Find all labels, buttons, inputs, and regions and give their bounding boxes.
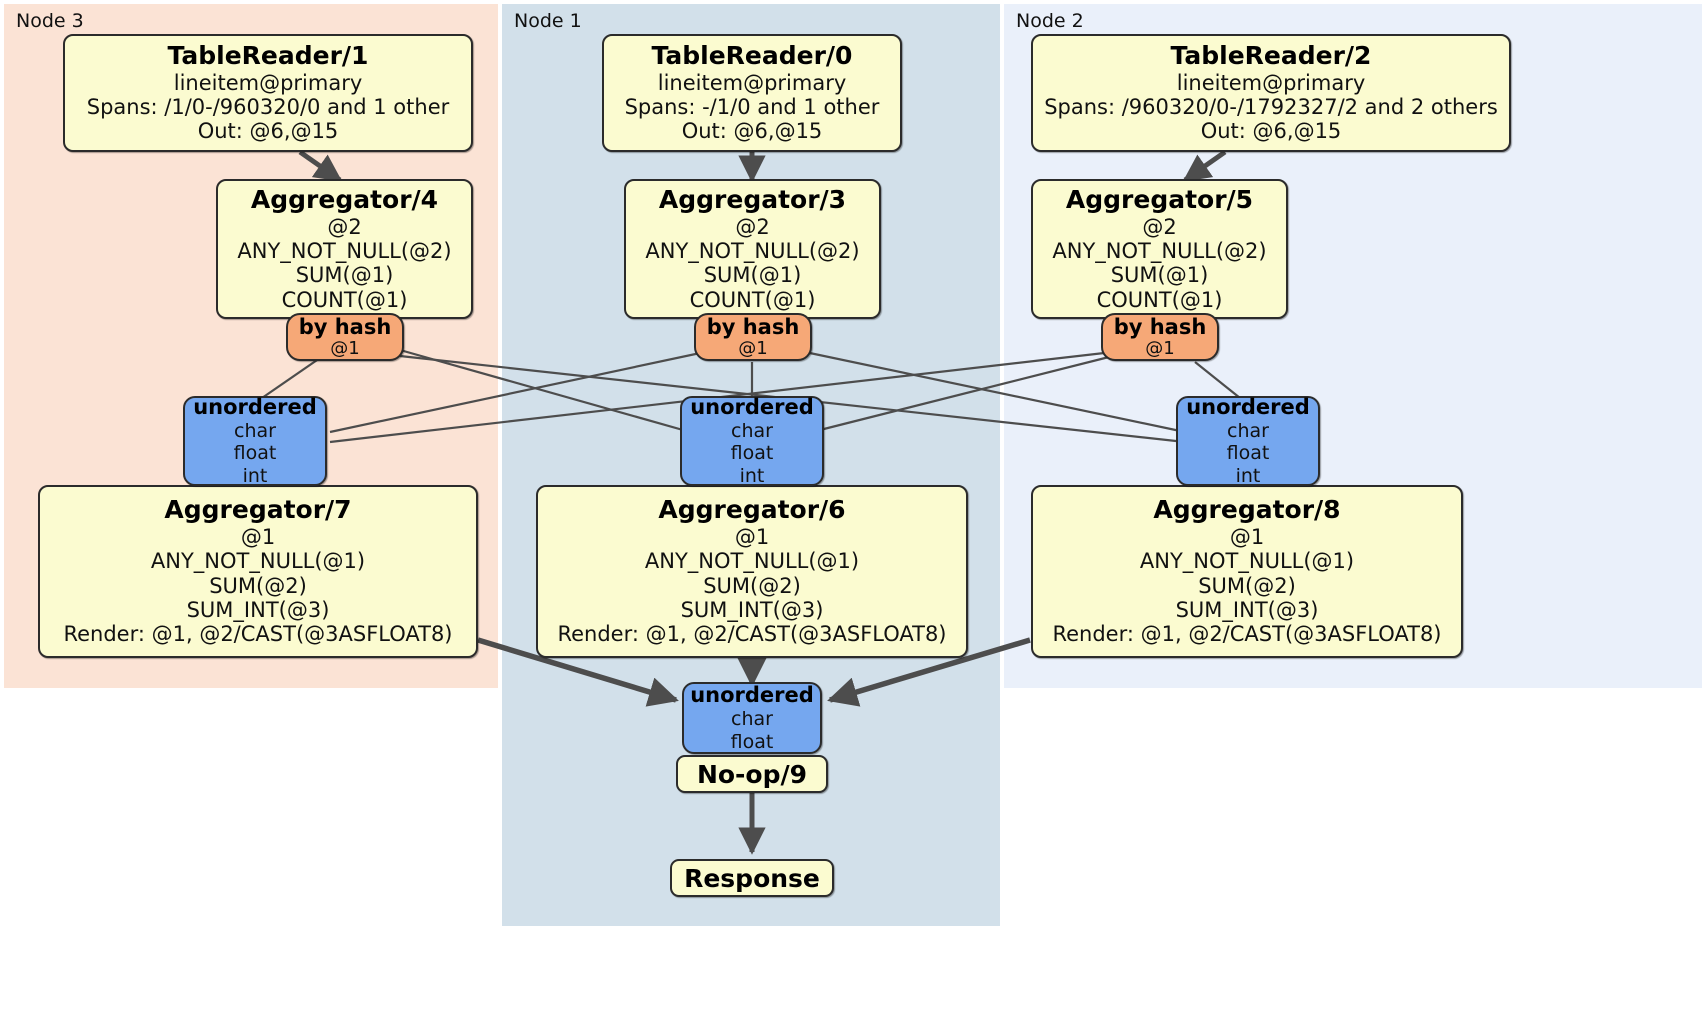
aggregator-6-render: Render: @1, @2/CAST(@3ASFLOAT8) <box>557 622 947 647</box>
final-unordered-router[interactable]: unordered char float <box>682 682 822 754</box>
aggregator-4-agg-3: COUNT(@1) <box>281 287 408 312</box>
aggregator-8-agg-1: ANY_NOT_NULL(@1) <box>1139 549 1355 574</box>
aggregator-6-group: @1 <box>734 524 770 549</box>
aggregator-6-agg-1: ANY_NOT_NULL(@1) <box>644 549 860 574</box>
table-reader-2-spans: Spans: /960320/0-/1792327/2 and 2 others <box>1044 95 1498 120</box>
unordered-router-left-title: unordered <box>193 394 317 419</box>
aggregator-7-title: Aggregator/7 <box>164 495 352 525</box>
aggregator-6-agg-2: SUM(@2) <box>703 573 801 598</box>
by-hash-router-left[interactable]: by hash @1 <box>286 313 404 361</box>
aggregator-8-node[interactable]: Aggregator/8 @1 ANY_NOT_NULL(@1) SUM(@2)… <box>1031 485 1463 658</box>
aggregator-5-node[interactable]: Aggregator/5 @2 ANY_NOT_NULL(@2) SUM(@1)… <box>1031 179 1288 319</box>
unordered-router-right-title: unordered <box>1186 394 1310 419</box>
aggregator-5-title: Aggregator/5 <box>1065 185 1254 215</box>
aggregator-7-agg-3: SUM_INT(@3) <box>186 597 330 622</box>
unordered-router-right[interactable]: unordered char float int <box>1176 394 1320 487</box>
panel-node-2-label: Node 2 <box>1016 10 1084 32</box>
unordered-router-right-type-2: float <box>1226 442 1270 465</box>
unordered-router-left-type-1: char <box>234 419 276 442</box>
table-reader-0-spans: Spans: -/1/0 and 1 other <box>624 95 880 120</box>
final-unordered-router-type-2: float <box>730 730 774 753</box>
aggregator-7-render: Render: @1, @2/CAST(@3ASFLOAT8) <box>63 622 453 647</box>
aggregator-4-agg-1: ANY_NOT_NULL(@2) <box>237 238 452 263</box>
unordered-router-right-type-3: int <box>1235 464 1261 487</box>
aggregator-8-title: Aggregator/8 <box>1153 495 1341 525</box>
aggregator-3-title: Aggregator/3 <box>658 185 847 215</box>
unordered-router-left-type-2: float <box>233 442 277 465</box>
by-hash-router-center-key: @1 <box>738 338 768 360</box>
aggregator-4-node[interactable]: Aggregator/4 @2 ANY_NOT_NULL(@2) SUM(@1)… <box>216 179 473 319</box>
by-hash-router-left-title: by hash <box>298 315 392 340</box>
table-reader-1-spans: Spans: /1/0-/960320/0 and 1 other <box>86 95 450 120</box>
table-reader-2-title: TableReader/2 <box>1170 41 1372 71</box>
aggregator-4-group: @2 <box>327 214 362 239</box>
final-unordered-router-type-1: char <box>731 708 773 731</box>
by-hash-router-right[interactable]: by hash @1 <box>1101 313 1219 361</box>
unordered-router-center-type-1: char <box>731 419 773 442</box>
aggregator-5-agg-1: ANY_NOT_NULL(@2) <box>1052 238 1267 263</box>
aggregator-8-agg-3: SUM_INT(@3) <box>1175 597 1319 622</box>
aggregator-7-node[interactable]: Aggregator/7 @1 ANY_NOT_NULL(@1) SUM(@2)… <box>38 485 478 658</box>
aggregator-3-agg-1: ANY_NOT_NULL(@2) <box>645 238 860 263</box>
table-reader-0-table: lineitem@primary <box>657 70 847 95</box>
aggregator-5-agg-2: SUM(@1) <box>1110 263 1209 288</box>
aggregator-8-group: @1 <box>1229 524 1265 549</box>
response-node[interactable]: Response <box>670 859 834 897</box>
panel-node-1-label: Node 1 <box>514 10 582 32</box>
by-hash-router-left-key: @1 <box>330 338 360 360</box>
aggregator-4-title: Aggregator/4 <box>250 185 439 215</box>
by-hash-router-right-title: by hash <box>1113 315 1207 340</box>
aggregator-3-group: @2 <box>735 214 770 239</box>
no-op-9-title: No-op/9 <box>696 759 808 789</box>
unordered-router-center-type-2: float <box>730 442 774 465</box>
final-unordered-router-title: unordered <box>690 683 814 707</box>
unordered-router-center-title: unordered <box>690 394 814 419</box>
aggregator-8-render: Render: @1, @2/CAST(@3ASFLOAT8) <box>1052 622 1442 647</box>
aggregator-5-group: @2 <box>1142 214 1177 239</box>
by-hash-router-right-key: @1 <box>1145 338 1175 360</box>
unordered-router-left-type-3: int <box>242 464 268 487</box>
table-reader-1-node[interactable]: TableReader/1 lineitem@primary Spans: /1… <box>63 34 473 152</box>
response-title: Response <box>684 863 820 893</box>
aggregator-7-group: @1 <box>240 524 276 549</box>
table-reader-0-node[interactable]: TableReader/0 lineitem@primary Spans: -/… <box>602 34 902 152</box>
unordered-router-left[interactable]: unordered char float int <box>183 394 327 487</box>
table-reader-0-title: TableReader/0 <box>651 41 853 71</box>
aggregator-7-agg-1: ANY_NOT_NULL(@1) <box>150 549 366 574</box>
aggregator-4-agg-2: SUM(@1) <box>295 263 394 288</box>
table-reader-2-node[interactable]: TableReader/2 lineitem@primary Spans: /9… <box>1031 34 1511 152</box>
aggregator-6-node[interactable]: Aggregator/6 @1 ANY_NOT_NULL(@1) SUM(@2)… <box>536 485 968 658</box>
aggregator-3-agg-2: SUM(@1) <box>703 263 802 288</box>
no-op-9-node[interactable]: No-op/9 <box>676 755 828 793</box>
aggregator-6-title: Aggregator/6 <box>658 495 846 525</box>
table-reader-2-out: Out: @6,@15 <box>1200 119 1342 144</box>
table-reader-1-table: lineitem@primary <box>173 70 363 95</box>
aggregator-8-agg-2: SUM(@2) <box>1198 573 1296 598</box>
unordered-router-center-type-3: int <box>739 464 765 487</box>
aggregator-7-agg-2: SUM(@2) <box>209 573 307 598</box>
unordered-router-center[interactable]: unordered char float int <box>680 394 824 487</box>
table-reader-2-table: lineitem@primary <box>1176 70 1366 95</box>
table-reader-0-out: Out: @6,@15 <box>681 119 823 144</box>
by-hash-router-center[interactable]: by hash @1 <box>694 313 812 361</box>
aggregator-3-node[interactable]: Aggregator/3 @2 ANY_NOT_NULL(@2) SUM(@1)… <box>624 179 881 319</box>
aggregator-3-agg-3: COUNT(@1) <box>689 287 816 312</box>
panel-node-3-label: Node 3 <box>16 10 84 32</box>
unordered-router-right-type-1: char <box>1227 419 1269 442</box>
aggregator-5-agg-3: COUNT(@1) <box>1096 287 1223 312</box>
table-reader-1-title: TableReader/1 <box>167 41 369 71</box>
table-reader-1-out: Out: @6,@15 <box>197 119 339 144</box>
by-hash-router-center-title: by hash <box>706 315 800 340</box>
aggregator-6-agg-3: SUM_INT(@3) <box>680 597 824 622</box>
